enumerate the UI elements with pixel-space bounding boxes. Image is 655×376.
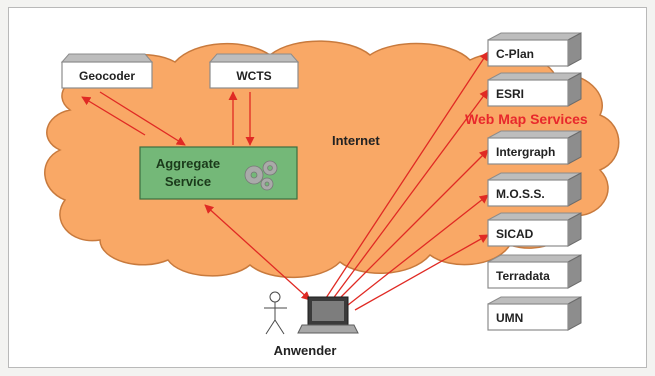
arrow-geocoder-aggregate (99, 91, 186, 146)
aggregate-label-line2: Service (165, 174, 211, 189)
arrow-user-moss (347, 194, 489, 306)
arrow-aggregate-user (204, 204, 311, 301)
aggregate-service-box: Aggregate Service (139, 146, 298, 200)
geocoder-label: Geocoder (79, 69, 135, 83)
wms-server-box: M.O.S.S. (487, 172, 582, 207)
wms-server-box: Intergraph (487, 130, 582, 165)
anwender-label: Anwender (274, 343, 337, 358)
wms-server-label: M.O.S.S. (496, 187, 545, 201)
wms-server-box: C-Plan (487, 32, 582, 67)
wms-server-label: Intergraph (496, 145, 555, 159)
wms-server-label: Terradata (496, 269, 550, 283)
connection-arrows (81, 51, 489, 311)
internet-label: Internet (332, 133, 380, 148)
arrow-user-sicad (354, 234, 489, 311)
wms-server-box: Terradata (487, 254, 582, 289)
wms-server-label: SICAD (496, 227, 534, 241)
wms-server-label: C-Plan (496, 47, 534, 61)
gears-icon (244, 160, 278, 191)
geocoder-box: Geocoder (60, 53, 154, 89)
wms-server-label: UMN (496, 311, 523, 325)
user-icon (264, 291, 287, 335)
wcts-box: WCTS (208, 53, 300, 89)
wms-server-box: ESRI (487, 72, 582, 107)
wms-server-box: UMN (487, 296, 582, 331)
arrow-geocoder-aggregate-back (81, 96, 146, 136)
web-map-services-label: Web Map Services (465, 111, 588, 127)
arrow-user-cplan (325, 51, 489, 299)
wcts-label: WCTS (236, 69, 271, 83)
aggregate-label-line1: Aggregate (156, 156, 220, 171)
wms-server-box: SICAD (487, 212, 582, 247)
arrow-user-intergraph (337, 149, 489, 301)
arrow-user-esri (331, 89, 489, 301)
laptop-icon (297, 296, 359, 334)
wms-server-label: ESRI (496, 87, 524, 101)
